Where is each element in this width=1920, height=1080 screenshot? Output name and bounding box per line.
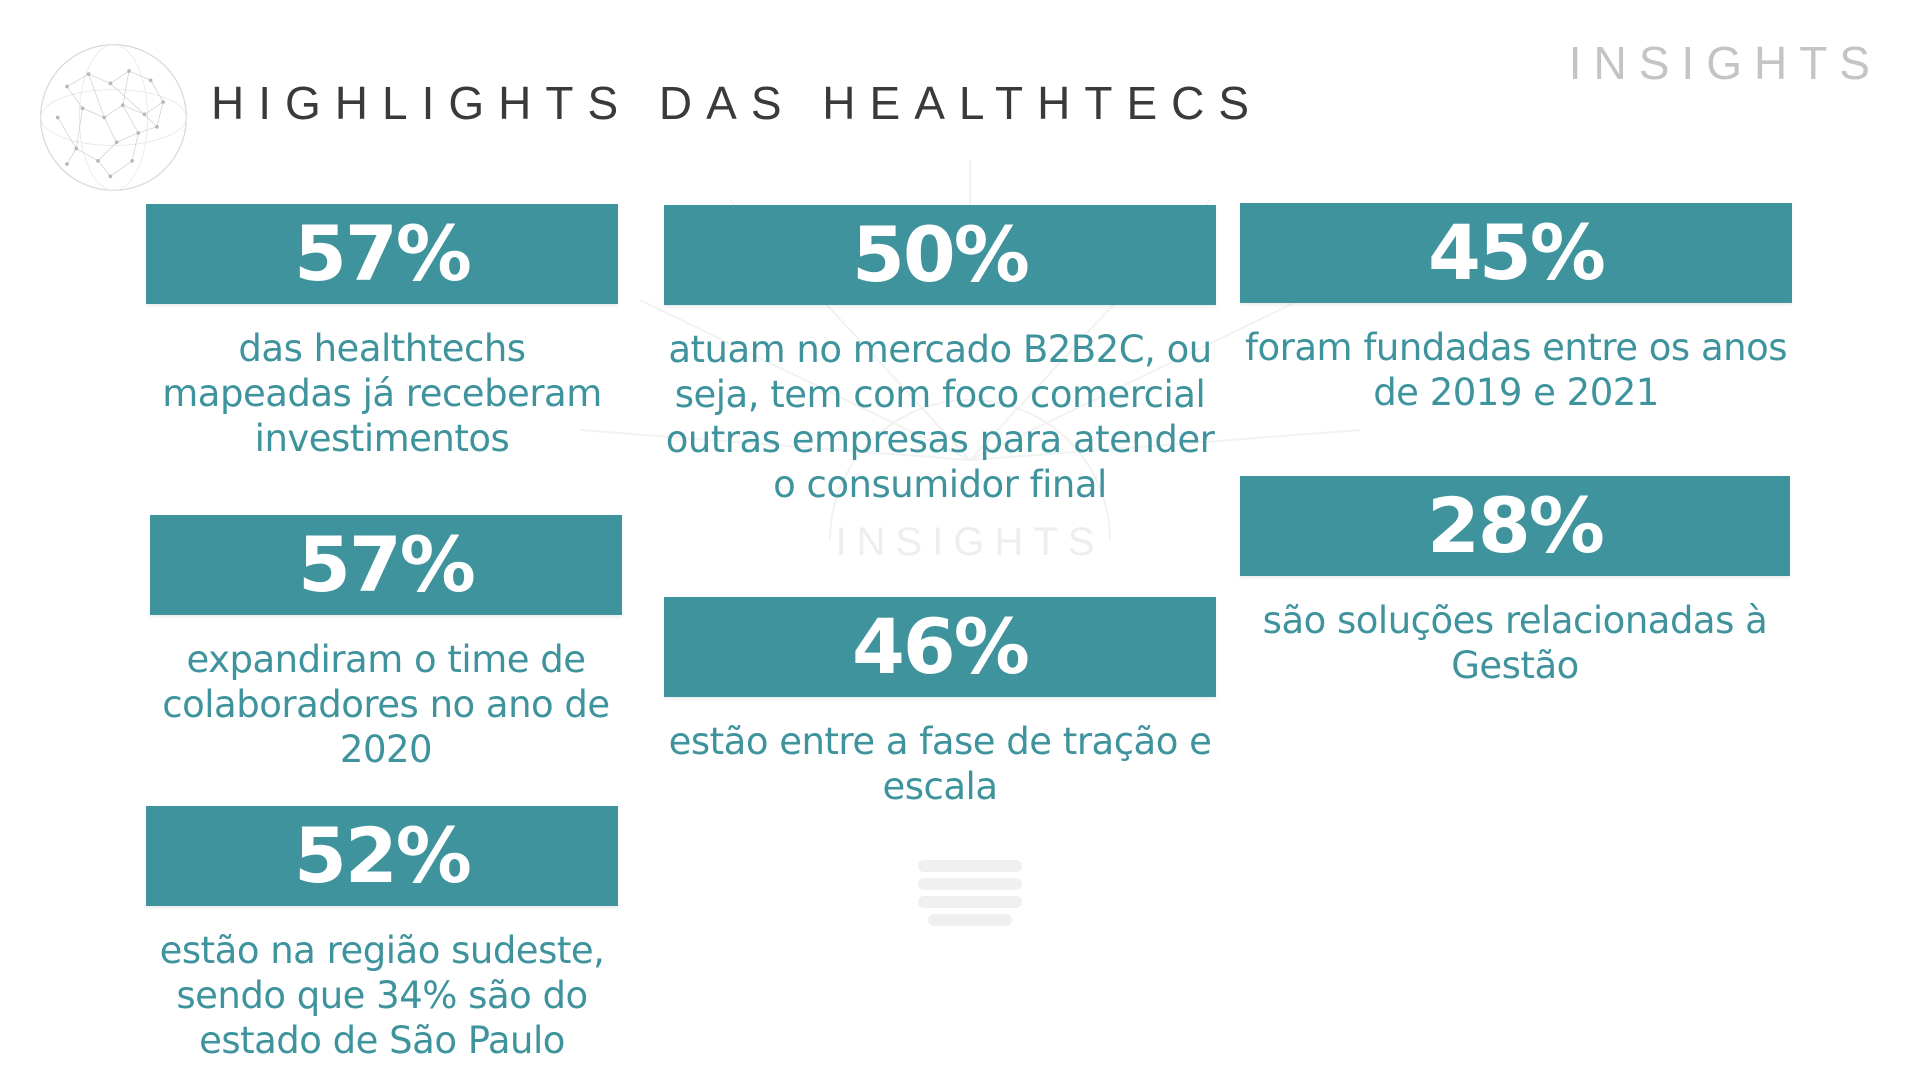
stat-value: 52% (146, 806, 618, 906)
stat-card-gestao: 28% são soluções relacionadas à Gestão (1240, 476, 1790, 688)
insights-lamp-icon: INSIGHTS (580, 160, 1360, 926)
stat-description: são soluções relacionadas à Gestão (1262, 599, 1768, 687)
stat-description: estão na região sudeste, sendo que 34% s… (159, 929, 605, 1062)
stat-description: expandiram o time de colaboradores no an… (162, 638, 610, 771)
stat-card-investimentos: 57% das healthtechs mapeadas já recebera… (146, 204, 618, 461)
stat-card-regiao-sudeste: 52% estão na região sudeste, sendo que 3… (146, 806, 618, 1063)
stat-value: 28% (1240, 476, 1790, 576)
stat-card-colaboradores: 57% expandiram o time de colaboradores n… (150, 515, 622, 772)
stat-description: das healthtechs mapeadas já receberam in… (162, 327, 602, 460)
stat-description: atuam no mercado B2B2C, ou seja, tem com… (665, 328, 1215, 506)
stat-card-b2b2c: 50% atuam no mercado B2B2C, ou seja, tem… (664, 205, 1216, 507)
stat-description: foram fundadas entre os anos de 2019 e 2… (1245, 326, 1788, 414)
brand-logo-text: INSIGHTS (1568, 37, 1882, 89)
watermark-text: INSIGHTS (836, 520, 1105, 564)
page-title: HIGHLIGHTS DAS HEALTHTECS (211, 77, 1264, 129)
stat-card-tracao-escala: 46% estão entre a fase de tração e escal… (664, 597, 1216, 809)
stat-card-fundadas: 45% foram fundadas entre os anos de 2019… (1240, 203, 1792, 415)
stat-value: 46% (664, 597, 1216, 697)
stat-value: 57% (146, 204, 618, 304)
stat-value: 45% (1240, 203, 1792, 303)
stat-value: 57% (150, 515, 622, 615)
stat-description: estão entre a fase de tração e escala (668, 720, 1212, 808)
globe-network-icon (40, 44, 187, 191)
stat-value: 50% (664, 205, 1216, 305)
